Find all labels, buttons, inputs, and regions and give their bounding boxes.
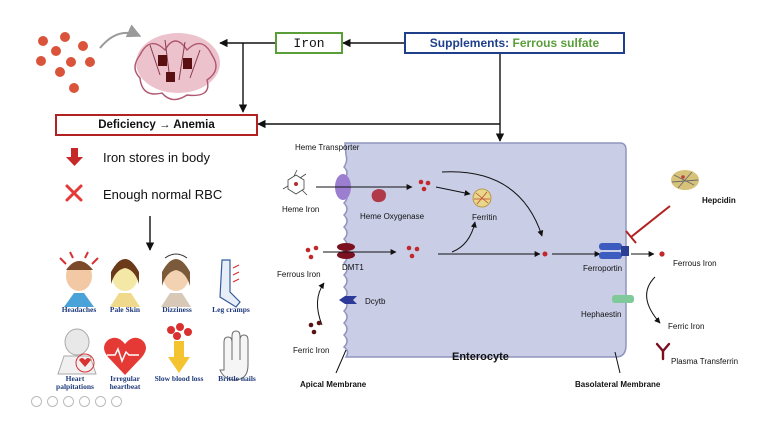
iron-particles	[36, 32, 95, 93]
effect-iron-stores: Iron stores in body	[103, 150, 210, 165]
label-hephaestin: Hephaestin	[581, 310, 622, 319]
dmt1-transporter	[337, 243, 355, 259]
more-options-icon[interactable]	[111, 396, 122, 407]
label-basolateral-membrane: Basolateral Membrane	[575, 380, 661, 389]
symptom-caption: Heart palpitations	[56, 374, 94, 391]
symptom-caption: Leg cramps	[212, 305, 250, 314]
supplements-box: Supplements: Ferrous sulfate	[404, 32, 625, 54]
symptom-caption: Irregular heartbeat	[109, 374, 141, 391]
iron-box-label: Iron	[293, 35, 325, 51]
grey-curve-arrow	[99, 24, 142, 49]
iron-box: Iron	[275, 32, 343, 54]
ferritin-molecule	[472, 188, 492, 208]
symptom-caption: Pale Skin	[109, 305, 141, 314]
label-enterocyte: Enterocyte	[452, 351, 509, 363]
label-heme-transporter: Heme Transporter	[295, 143, 360, 152]
label-heme-iron: Heme Iron	[282, 205, 320, 214]
dcytb-enzyme	[339, 296, 357, 304]
label-ferric-iron-right: Ferric Iron	[668, 322, 705, 331]
label-plasma-transferrin: Plasma Transferrin	[671, 357, 739, 366]
slides-grid-icon[interactable]	[79, 396, 90, 407]
symptom-irregular-heartbeat-illustration	[104, 337, 146, 375]
deficiency-box: Deficiency → Anemia	[55, 114, 258, 136]
hephaestin-protein	[612, 295, 634, 303]
label-dcytb: Dcytb	[365, 297, 386, 306]
zoom-icon[interactable]	[95, 396, 106, 407]
deficiency-label: Deficiency → Anemia	[98, 119, 215, 131]
heme-oxygenase	[371, 189, 386, 203]
next-slide-icon[interactable]	[47, 396, 58, 407]
label-ferritin: Ferritin	[472, 213, 497, 222]
label-ferrous-iron-right: Ferrous Iron	[673, 259, 717, 268]
symptom-caption: Brittle nails	[218, 374, 256, 383]
label-ferroportin: Ferroportin	[583, 264, 623, 273]
hepcidin-molecule	[671, 170, 699, 190]
symptom-pale-skin-illustration	[110, 259, 140, 307]
ferroportin-transporter	[599, 243, 629, 259]
symptom-headaches-illustration	[59, 251, 99, 307]
label-apical-membrane: Apical Membrane	[300, 380, 367, 389]
symptom-caption: Dizziness	[162, 305, 192, 314]
down-arrow-icon	[66, 148, 83, 166]
heme-molecule	[282, 169, 308, 196]
hemoglobin-structure	[134, 33, 220, 101]
symptom-palpitations-illustration	[57, 328, 97, 375]
label-dmt1: DMT1	[342, 263, 364, 272]
symptom-caption: Headaches	[61, 305, 97, 314]
cross-icon	[65, 184, 83, 202]
transferrin-icon	[655, 342, 671, 361]
symptom-dizziness-illustration	[161, 253, 191, 307]
effect-normal-rbc: Enough normal RBC	[103, 187, 223, 202]
pen-icon[interactable]	[63, 396, 74, 407]
label-heme-oxygenase: Heme Oxygenase	[360, 212, 425, 221]
label-hepcidin: Hepcidin	[702, 196, 736, 205]
symptom-caption: Slow blood loss	[154, 374, 204, 383]
prev-slide-icon[interactable]	[31, 396, 42, 407]
supplements-label: Supplements:	[429, 36, 510, 50]
symptom-slow-blood-loss-illustration	[167, 323, 192, 373]
symptom-brittle-nails-illustration	[219, 330, 249, 381]
label-ferrous-iron-left: Ferrous Iron	[277, 270, 321, 279]
label-ferric-iron-left: Ferric Iron	[293, 346, 330, 355]
symptom-leg-cramps-illustration	[219, 259, 241, 308]
enterocyte-cell	[342, 142, 627, 358]
supplements-value: Ferrous sulfate	[512, 36, 600, 50]
